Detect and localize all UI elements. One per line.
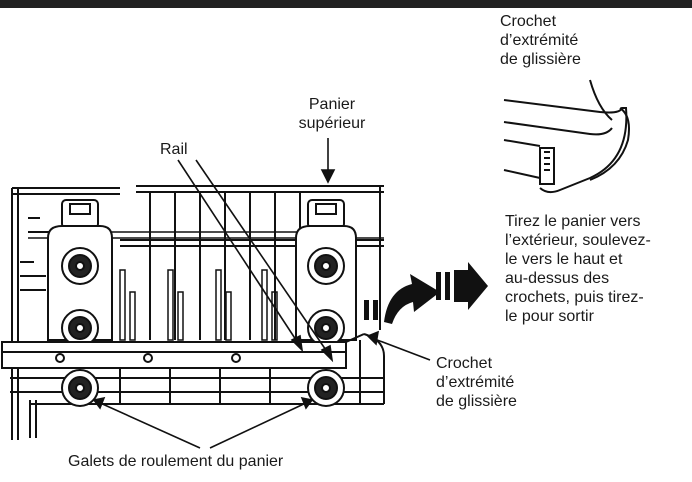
upper-basket-label: Panier supérieur — [298, 96, 366, 132]
right-slide-assembly — [295, 199, 357, 347]
basket-rollers — [61, 369, 345, 407]
rollers-label: Galets de roulement du panier — [68, 453, 284, 470]
hook-detail-inset — [503, 79, 630, 194]
slide-end-hook-bottom-label: Crochet d’extrémité de glissière — [436, 355, 517, 410]
pull-out-arrows — [364, 262, 488, 324]
slide-end-hook-top-label: Crochet d’extrémité de glissière — [500, 13, 581, 68]
left-slide-assembly — [47, 199, 113, 347]
instructions-text: Tirez le panier vers l’extérieur, soulev… — [505, 213, 651, 325]
basket-tines — [119, 269, 278, 341]
rail-label: Rail — [160, 141, 188, 158]
rail — [1, 333, 365, 369]
left-wire-frame — [11, 187, 120, 440]
top-border-bar — [0, 0, 692, 8]
leader-arrows — [92, 138, 431, 449]
